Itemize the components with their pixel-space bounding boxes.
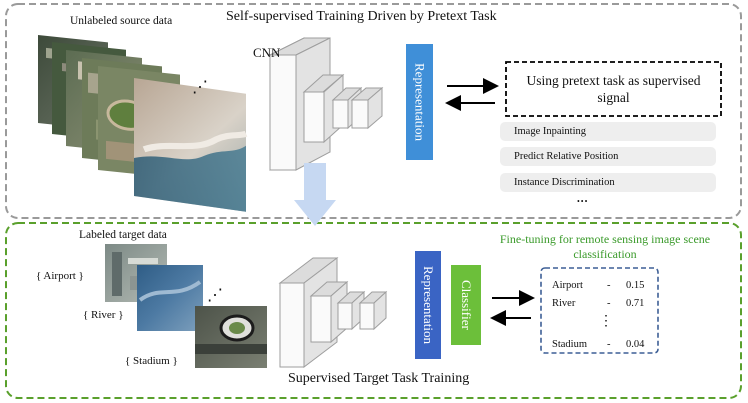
signal-box-frame [505,61,722,117]
class-stadium: { Stadium } [125,355,178,367]
target-ellipsis: ⋰ [207,287,223,304]
representation-label-bottom: Representation [421,266,436,344]
class-river: { River } [83,309,124,321]
stadium-image [195,306,267,368]
top-cnn-blocks [269,37,384,171]
representation-block-bottom: Representation [415,251,441,359]
task-predict-relative-position: Predict Relative Position [500,147,716,166]
representation-block-top: Representation [406,44,433,160]
finetune-label: Fine-tuning for remote sensing image sce… [499,232,711,261]
down-arrow [294,163,336,226]
task-image-inpainting: Image Inpainting [500,122,716,141]
top-title: Self-supervised Training Driven by Prete… [226,9,497,24]
target-label: Labeled target data [79,229,167,241]
signal-box-text: Using pretext task as supervised signal [526,73,701,105]
cnn-label: CNN [253,45,281,60]
bottom-cnn-blocks [278,256,388,369]
source-image-stack [38,35,248,212]
source-ellipsis: ⋰ [192,79,208,96]
results-box-frame [540,267,659,354]
source-label: Unlabeled source data [70,15,173,27]
top-dashed-frame [5,3,742,219]
representation-label-top: Representation [412,63,428,141]
classifier-label: Classifier [459,280,474,330]
river-image [137,265,203,331]
classifier-block: Classifier [451,265,481,345]
bottom-title: Supervised Target Task Training [288,371,470,386]
class-airport: { Airport } [36,270,84,282]
results-list: Airport - 0.15 River - 0.71 ⋮ Stadium - … [552,280,645,350]
task-instance-discrimination: Instance Discrimination [500,173,716,192]
tasks-more: ••• [577,197,589,206]
bottom-dashed-frame [5,222,742,399]
